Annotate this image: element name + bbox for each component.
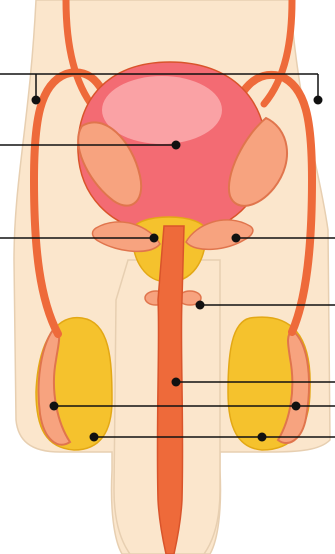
leader-dot <box>258 433 267 442</box>
leader-dot <box>314 96 323 105</box>
leader-dot <box>172 141 181 150</box>
urethra <box>157 226 184 554</box>
bladder-highlight <box>102 76 222 144</box>
leader-dot <box>50 402 59 411</box>
leader-dot <box>232 234 241 243</box>
leader-dot <box>292 402 301 411</box>
leader-dot <box>32 96 41 105</box>
leader-dot <box>172 378 181 387</box>
leader-dot <box>150 234 159 243</box>
leader-dot <box>196 301 205 310</box>
leader-dot <box>90 433 99 442</box>
